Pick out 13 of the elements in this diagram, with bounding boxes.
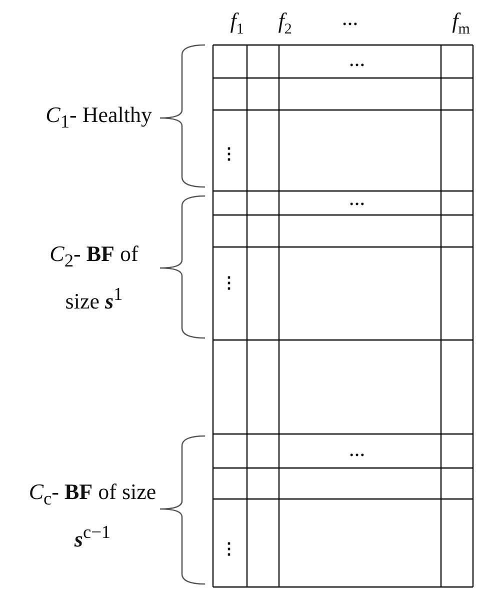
ellipsis: …	[348, 192, 366, 210]
class-label: C$_{1}$- Healthy	[44, 101, 152, 134]
ellipsis: ⋮	[220, 146, 238, 164]
column-header: f$_{1}$	[229, 7, 245, 40]
ellipsis: ⋮	[220, 275, 238, 293]
ellipsis: …	[341, 12, 359, 30]
column-header: f$_{2}$	[277, 7, 293, 40]
ellipsis: …	[348, 443, 366, 461]
ellipsis: ⋮	[220, 541, 238, 559]
column-header: f$_{m}$	[451, 7, 471, 40]
class-label: C$_{c}$- BF of size s$^{c−1}$	[28, 478, 158, 554]
class-label: C$_{2}$- BF of size s$^{1}$	[48, 240, 140, 316]
ellipsis: …	[348, 53, 366, 71]
